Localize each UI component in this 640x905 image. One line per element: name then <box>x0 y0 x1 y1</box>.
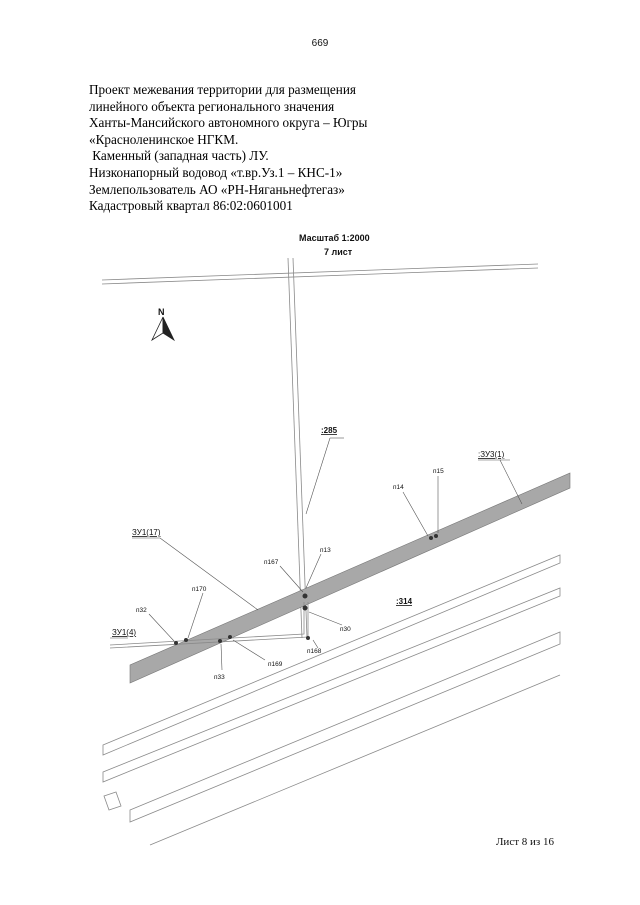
header-line: Ханты-Мансийского автономного округа – Ю… <box>89 115 368 131</box>
point-marker <box>302 593 308 599</box>
page-number: 669 <box>311 38 329 49</box>
header-line: линейного объекта регионального значения <box>89 98 335 114</box>
parcel-label-zu1-17: ЗУ1(17) <box>132 528 161 537</box>
header-line: Кадастровый квартал 86:02:0601001 <box>89 198 293 214</box>
parcel-label-285: :285 <box>321 426 338 435</box>
parcel-label-314: :314 <box>396 597 413 606</box>
point-marker <box>302 605 308 611</box>
point-marker <box>429 536 433 540</box>
point-label-169: п169 <box>268 661 283 668</box>
top-road <box>101 263 539 285</box>
point-label-30: п30 <box>340 626 351 633</box>
survey-points <box>174 534 438 645</box>
point-label-167: п167 <box>264 559 279 566</box>
point-label-168: п168 <box>307 648 322 655</box>
parcel-label-zu1-4: ЗУ1(4) <box>112 628 136 637</box>
point-marker <box>174 641 178 645</box>
lower-parallel-strips <box>102 554 561 846</box>
point-marker <box>184 638 188 642</box>
point-label-14: п14 <box>393 484 404 491</box>
document-header: Проект межевания территории для размещен… <box>89 82 409 215</box>
sheet-footer: Лист 8 из 16 <box>495 836 554 848</box>
point-marker <box>306 636 310 640</box>
header-line: «Красноленинское НГКМ. <box>89 131 239 147</box>
point-label-13: п13 <box>320 547 331 554</box>
north-arrow-icon: N <box>151 307 175 342</box>
leader-lines <box>110 437 523 671</box>
header-line: Землепользователь АО «РН-Няганьнефтегаз» <box>89 181 345 197</box>
header-line: Низконапорный водовод «т.вр.Уз.1 – КНС-1… <box>89 164 343 180</box>
vertical-road <box>287 257 308 639</box>
point-marker <box>434 534 438 538</box>
cadastral-map: N Масштаб 1:2000 7 лист <box>0 220 640 860</box>
north-label: N <box>158 307 165 317</box>
sheet-label: 7 лист <box>324 247 353 257</box>
parcel-label-zu3: :ЗУ3(1) <box>478 450 505 459</box>
parcel-strip <box>129 472 571 684</box>
point-label-33: п33 <box>214 674 225 681</box>
point-marker <box>228 635 232 639</box>
scale-label: Масштаб 1:2000 <box>299 233 370 243</box>
point-label-170: п170 <box>192 586 207 593</box>
point-label-32: п32 <box>136 607 147 614</box>
point-marker <box>218 639 222 643</box>
map-drawing: N Масштаб 1:2000 7 лист <box>101 233 571 846</box>
point-label-15: п15 <box>433 468 444 475</box>
header-line: Каменный (западная часть) ЛУ. <box>89 148 269 164</box>
header-line: Проект межевания территории для размещен… <box>89 82 356 97</box>
